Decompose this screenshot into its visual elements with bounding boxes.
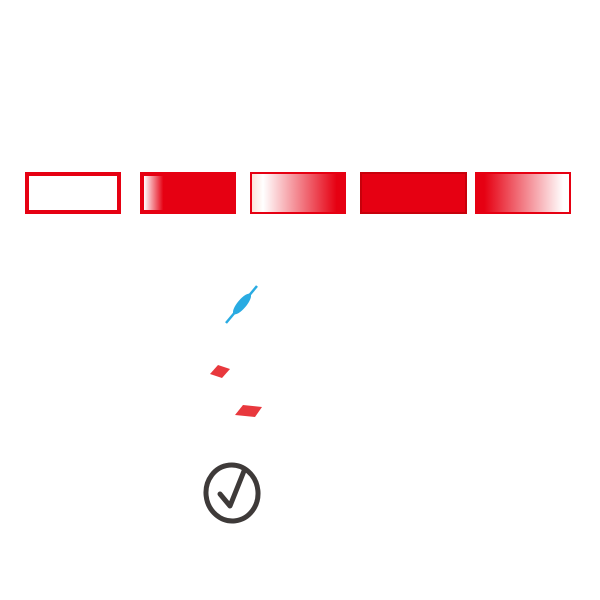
swatch-gradient-red-to-white [475,172,571,214]
swatch-gradient-white-to-red [250,172,346,214]
swatch-outline [25,172,121,214]
small-parallelogram-shape [235,405,262,417]
check-mark [217,468,247,509]
pen-stroke-icon [225,285,258,324]
swatch-solid-red [360,172,467,214]
swatch-solid-left-fade [140,172,236,214]
check-circle-icon [203,462,261,524]
small-parallelogram-icon [235,405,262,417]
pen-stroke-spindle [232,293,252,315]
check-circle-outline [203,462,261,524]
small-diamond-shape [210,365,230,378]
small-diamond-icon [210,365,230,378]
